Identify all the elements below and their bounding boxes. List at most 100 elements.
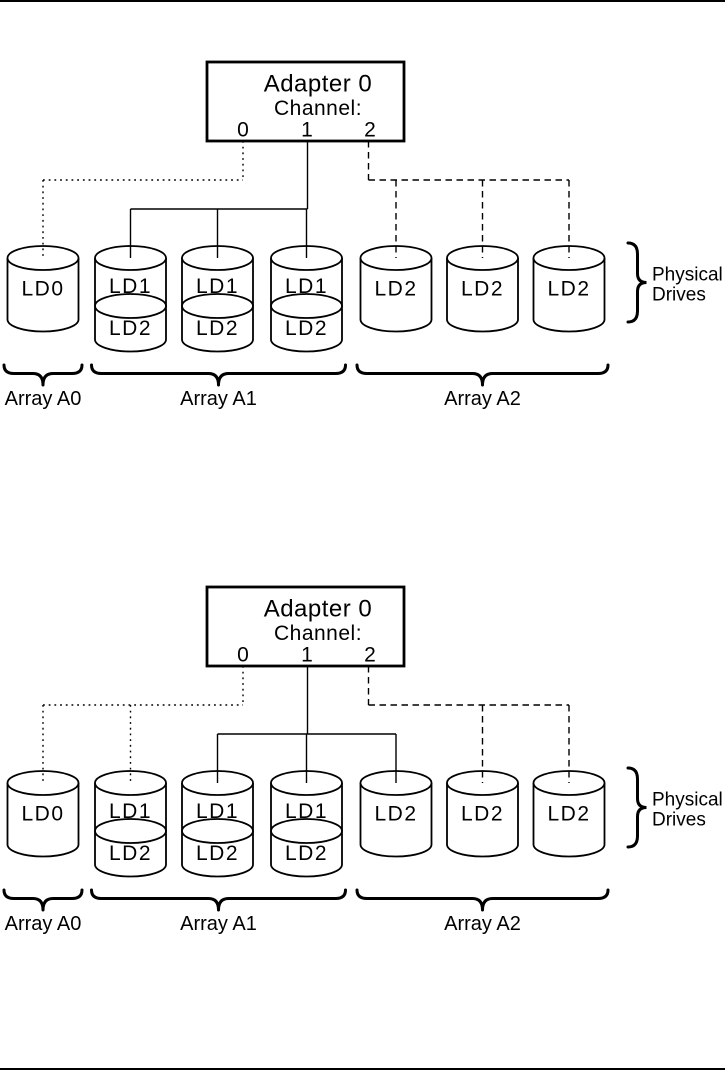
drive-body — [181, 783, 254, 878]
channel-number: 0 — [237, 644, 249, 667]
drive-cylinder: LD0 — [6, 245, 80, 333]
channel-2-dashed-connection — [367, 141, 570, 258]
drive-divider — [181, 293, 254, 319]
channel-1-solid-connection — [129, 141, 309, 258]
drive-label: LD1 — [109, 800, 152, 823]
drive-top — [6, 245, 80, 271]
array-brace — [90, 888, 347, 912]
drive-top — [94, 770, 167, 796]
drive-label: LD2 — [109, 317, 152, 340]
array-brace — [355, 888, 610, 912]
drive-divider — [181, 818, 254, 844]
drive-label: LD1 — [109, 275, 152, 298]
drive-cylinder: LD2 — [446, 245, 519, 333]
drive-label: LD2 — [547, 278, 590, 301]
array-label: Array A2 — [444, 913, 521, 935]
array-label: Array A0 — [5, 388, 82, 410]
channel-0-dotted-connection — [42, 141, 244, 258]
drive-body — [359, 783, 433, 858]
drive-label: LD2 — [196, 317, 239, 340]
drive-body — [270, 258, 343, 353]
drive-body — [94, 783, 167, 878]
channel-0-dotted-connection — [42, 666, 244, 783]
channel-label: Channel: — [274, 97, 362, 120]
channel-1-solid-connection — [216, 666, 397, 783]
drive-cylinder: LD2 — [359, 770, 433, 858]
drive-cylinder: LD0 — [6, 770, 80, 858]
adapter-box-rect — [205, 585, 406, 668]
drive-body — [270, 783, 343, 878]
adapter-box-rect — [205, 60, 406, 143]
drive-body — [359, 258, 433, 333]
array-brace — [2, 888, 84, 912]
channel-label: Channel: — [274, 622, 362, 645]
drive-body — [6, 258, 80, 333]
channel-number: 1 — [301, 644, 313, 667]
drive-label: LD2 — [461, 803, 504, 826]
drive-body — [446, 258, 519, 333]
drive-label: LD0 — [21, 278, 64, 301]
array-label: Array A0 — [5, 913, 82, 935]
drive-body — [532, 783, 606, 858]
physical-drives-label: Drives — [652, 285, 706, 306]
physical-drives-label: Drives — [652, 810, 706, 831]
drive-body — [532, 258, 606, 333]
drive-label: LD1 — [285, 275, 328, 298]
array-label: Array A1 — [180, 388, 257, 410]
drive-label: LD2 — [285, 842, 328, 865]
drive-label: LD1 — [196, 275, 239, 298]
drive-body — [181, 258, 254, 353]
adapter-title: Adapter 0 — [264, 596, 373, 623]
drive-label: LD1 — [196, 800, 239, 823]
drive-label: LD2 — [547, 803, 590, 826]
physical-drives-brace — [626, 766, 647, 849]
drive-label: LD2 — [374, 803, 417, 826]
array-brace — [90, 363, 347, 387]
physical-drives-label: Physical — [652, 790, 723, 811]
drive-body — [6, 783, 80, 858]
channel-number: 2 — [364, 119, 376, 142]
drive-divider — [270, 818, 343, 844]
drive-label: LD2 — [374, 278, 417, 301]
drive-divider — [270, 293, 343, 319]
drive-label: LD1 — [285, 800, 328, 823]
array-label: Array A2 — [444, 388, 521, 410]
channel-2-dashed-connection — [367, 666, 570, 783]
drive-cylinder: LD2 — [532, 245, 606, 333]
drive-cylinder: LD2 — [532, 770, 606, 858]
array-brace — [2, 363, 84, 387]
drive-label: LD2 — [461, 278, 504, 301]
array-label: Array A1 — [180, 913, 257, 935]
drive-cylinder: LD2 — [446, 770, 519, 858]
drive-top — [6, 770, 80, 796]
drive-label: LD2 — [109, 842, 152, 865]
channel-number: 2 — [364, 644, 376, 667]
page-bottom-rule — [0, 1068, 725, 1071]
array-brace — [355, 363, 610, 387]
drive-label: LD2 — [285, 317, 328, 340]
drive-cylinder: LD2 — [359, 245, 433, 333]
channel-number: 0 — [237, 119, 249, 142]
drive-divider — [94, 293, 167, 319]
drive-divider — [94, 818, 167, 844]
page-top-rule — [0, 0, 725, 3]
drive-label: LD2 — [196, 842, 239, 865]
physical-drives-label: Physical — [652, 265, 723, 286]
drive-body — [446, 783, 519, 858]
drive-body — [94, 258, 167, 353]
physical-drives-brace — [626, 241, 647, 324]
channel-number: 1 — [301, 119, 313, 142]
adapter-title: Adapter 0 — [264, 71, 373, 98]
drive-label: LD0 — [21, 803, 64, 826]
